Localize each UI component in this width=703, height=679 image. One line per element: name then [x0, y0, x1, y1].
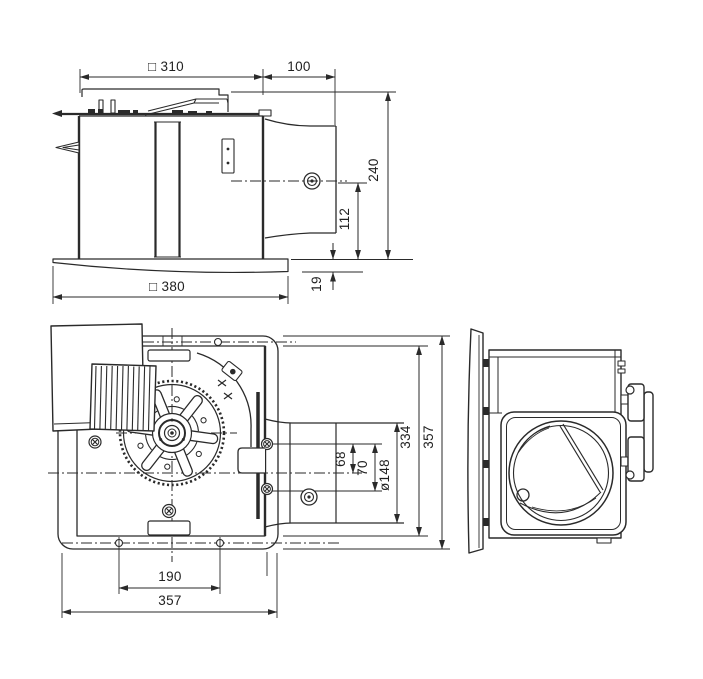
dim-label-duct-center-offset: 70: [355, 460, 370, 476]
side-body-slot: [154, 121, 181, 258]
dim-label-duct-length: 100: [287, 59, 310, 74]
side-rating-plate: [221, 138, 235, 174]
plan-top-screw-hole: [213, 337, 223, 347]
plan-motor-fins: [89, 363, 157, 432]
plan-wall-details: [237, 392, 265, 519]
plan-duct: [264, 418, 404, 528]
side-view: □ 310 100 240 112 19 □ 380: [52, 59, 413, 304]
fin-lines: [93, 365, 151, 431]
side-grille: [52, 258, 289, 274]
plan-dimensions: 334 357 68 70 ø148 190 357: [61, 335, 450, 618]
dim-label-duct-diameter: ø148: [377, 459, 392, 491]
dim-label-total-height: 240: [366, 158, 381, 181]
impeller-ring-screws: [137, 396, 207, 470]
plan-impeller: [118, 379, 226, 487]
end-flange-brackets: [620, 383, 654, 482]
dim-label-body-size: 334: [398, 425, 413, 449]
side-mounting-bracket: [52, 88, 272, 117]
side-dimensions: □ 310 100 240 112 19 □ 380: [52, 59, 413, 304]
dim-label-mounting-pitch: 190: [158, 569, 181, 584]
duct-hinge-tab: [258, 109, 272, 117]
dim-label-body-width: □ 310: [148, 59, 184, 74]
plan-top-slot: [147, 349, 191, 362]
dim-label-frame-size-v: 357: [421, 425, 436, 448]
plan-view: 334 357 68 70 ø148 190 357: [48, 323, 450, 618]
dim-label-grille-thickness: 19: [309, 276, 324, 292]
plan-scroll-housing: [196, 352, 252, 447]
dim-label-duct-center-height: 112: [337, 208, 352, 230]
end-foot: [596, 537, 612, 544]
end-view: [467, 328, 654, 554]
dim-label-grille-width: □ 380: [149, 279, 185, 294]
end-damper: [516, 423, 604, 514]
plan-mounting-frame: [57, 335, 279, 550]
side-spring-clip: [55, 141, 80, 154]
bracket-feet: [88, 109, 212, 114]
impeller-hub: [151, 412, 193, 454]
dim-label-frame-size-h: 357: [158, 593, 181, 608]
plan-bottom-slot: [147, 520, 191, 536]
plan-duct-knob: [300, 488, 318, 506]
end-duct-opening: [508, 420, 614, 526]
plan-mounting-screws: [88, 435, 274, 519]
end-grille-panel: [467, 328, 484, 554]
dim-label-duct-screw-pitch: 68: [333, 451, 348, 467]
side-body: [55, 115, 265, 259]
side-duct: [231, 118, 347, 239]
impeller-spokes: [125, 389, 219, 477]
end-duct-plate: [500, 411, 627, 536]
